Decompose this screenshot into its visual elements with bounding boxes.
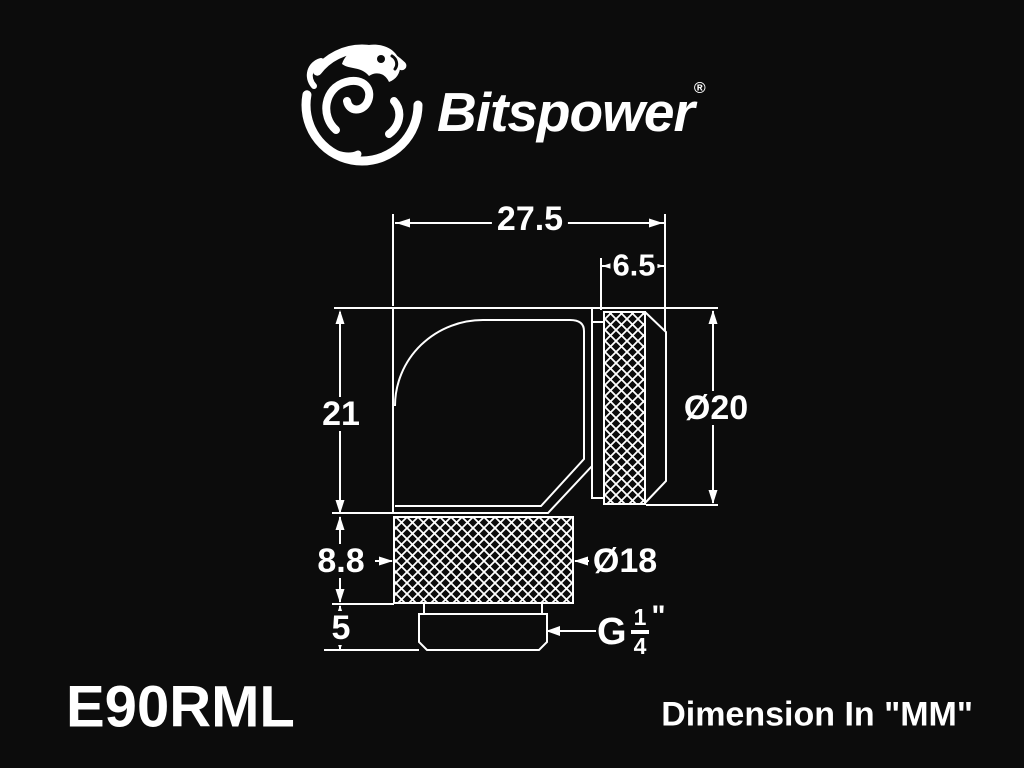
collar-knurl	[603, 311, 646, 505]
collar-cap	[644, 311, 667, 504]
thread-fraction-denominator: 4	[633, 633, 647, 659]
dim-label-knurl-diameter: Ø18	[592, 542, 658, 580]
bitspower-logo-icon	[301, 44, 423, 166]
thread-prefix: G	[597, 611, 627, 653]
dim-label-knurl-height: 8.8	[312, 544, 370, 578]
thread-neck	[423, 602, 543, 615]
thread-body	[418, 613, 548, 651]
thread-spec-label: G 1 4 "	[597, 600, 666, 659]
brand-name: Bitspower	[437, 81, 695, 143]
nut-knurl	[393, 516, 574, 604]
collar-neck	[591, 321, 605, 499]
thread-fraction: 1 4	[630, 606, 650, 659]
body-inner-profile	[394, 318, 585, 507]
dim-label-collar-diameter: Ø20	[678, 391, 754, 425]
dim-label-thread-length: 5	[326, 611, 356, 645]
brand-wordmark: Bitspower®	[437, 80, 706, 144]
registered-trademark: ®	[693, 80, 706, 97]
thread-inch-mark: "	[651, 600, 666, 633]
model-number: E90RML	[66, 674, 295, 740]
thread-fraction-numerator: 1	[630, 606, 650, 634]
dim-label-body-height: 21	[317, 397, 365, 431]
dimension-unit-note: Dimension In "MM"	[661, 695, 973, 734]
dim-label-total-width: 27.5	[491, 202, 569, 236]
dim-label-collar-width: 6.5	[610, 247, 658, 283]
